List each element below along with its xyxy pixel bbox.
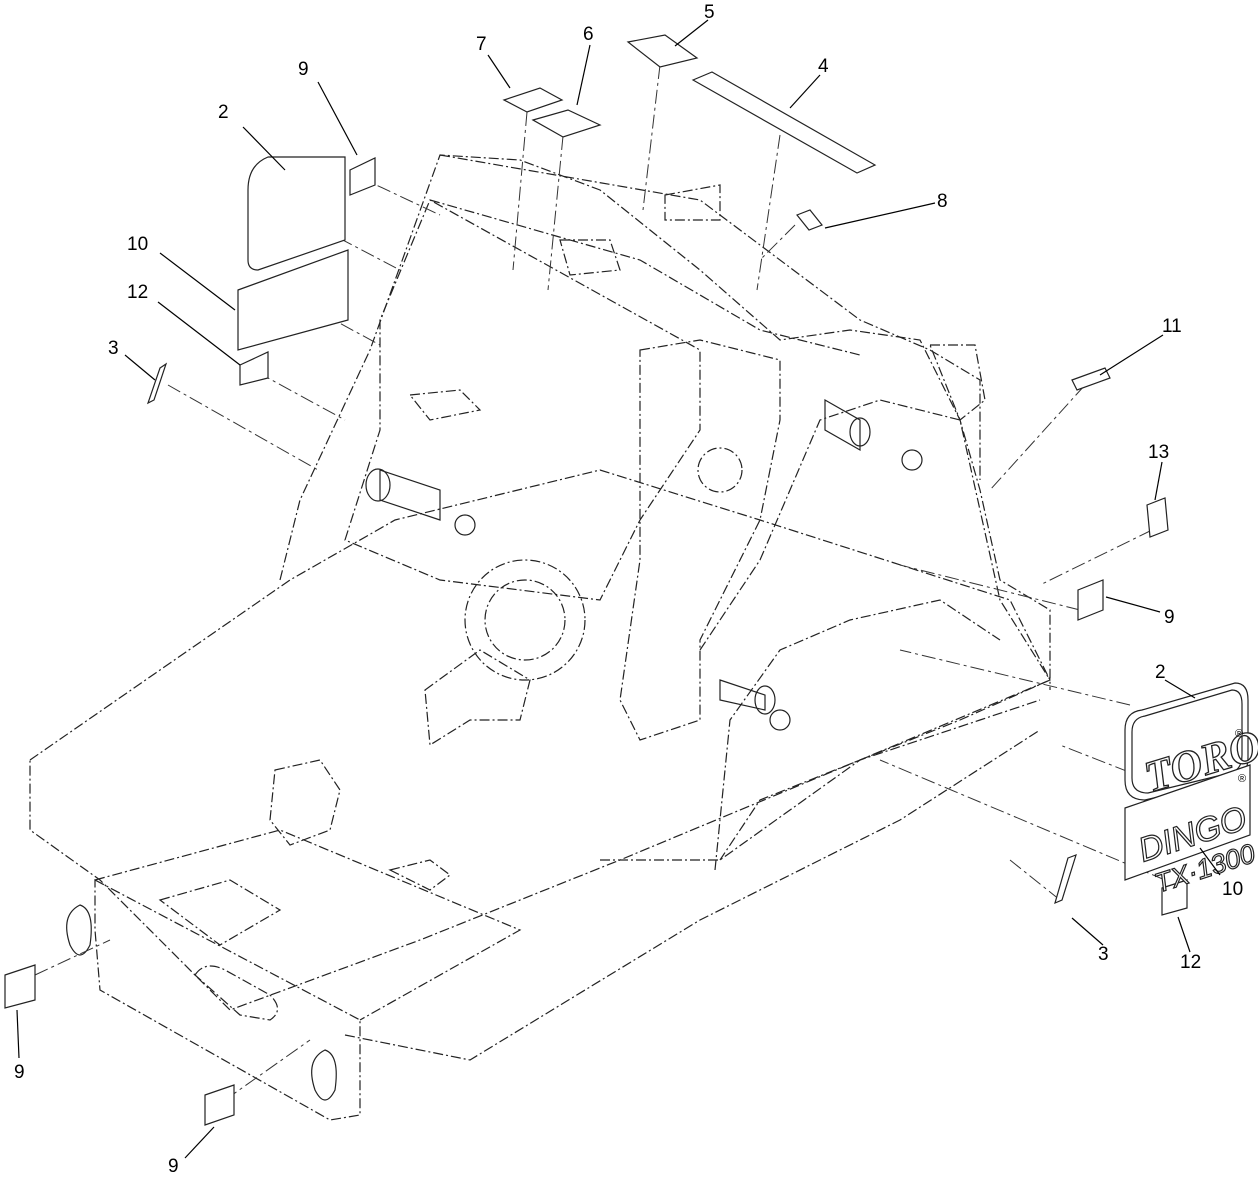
callout-2-right: 2 [1155,662,1166,683]
callout-8: 8 [937,191,948,212]
callout-9-top: 9 [298,59,309,80]
frame-rear-bottom [344,729,1041,1061]
frame-right-arm [699,399,1051,861]
decal-2-left [247,156,346,271]
frame-pivot-lower-end [754,685,776,715]
callout-labels: 2 9 7 6 5 4 8 10 12 3 11 13 9 2 10 3 12 … [14,2,1243,1177]
callout-12-left: 12 [127,282,148,303]
decal-11 [1071,367,1111,391]
frame-center-pillar [619,339,781,741]
frame-front-member [94,879,361,1121]
callout-9-bottom: 9 [168,1156,179,1177]
frame-top-bracket-3 [929,344,986,421]
decal-12-left [239,351,269,386]
callout-6: 6 [583,24,594,45]
frame-hook-right [311,1049,337,1101]
frame-pivot-lower [719,679,766,711]
decal-8 [796,209,823,231]
frame-pivot-right-end [849,417,871,447]
decal-9-bottom-left [4,964,36,1009]
decal-9-right [1077,579,1104,621]
frame-drive-ring-inner [484,579,566,661]
frame-left-tower [279,154,1051,690]
frame-inner-left-plate [344,199,701,601]
decal-3-left [146,362,168,405]
frame-hole-center [697,447,743,493]
leader-lines [16,19,1221,1159]
frame-bracket-mid [424,649,531,747]
frame-hook-left [66,904,92,956]
decal-7 [502,87,564,113]
decal-9-top-left [349,157,376,196]
frame-pad-front [158,879,282,946]
callout-10-left: 10 [127,234,148,255]
frame-rear-tail [600,699,1041,861]
frame-bracket-left [408,389,482,421]
callout-4: 4 [818,56,829,77]
frame-front-member-top [94,829,522,1021]
frame-right-arm-lower [714,599,1001,871]
decal-13 [1146,497,1169,538]
frame-slot [194,965,279,1021]
frame-drive-ring-outer [464,559,586,681]
decal-5 [626,34,699,68]
decal-12-right [1161,879,1188,916]
dingo-model-decal: DINGO ® TX·1300 [1124,764,1258,899]
decal-9-bottom [204,1084,235,1126]
callout-2-left: 2 [218,102,229,123]
decal-10-left [237,249,349,351]
machine-frame [29,154,1051,1121]
decal-4 [691,71,877,174]
callout-12-right: 12 [1180,952,1201,973]
callout-5: 5 [704,2,715,23]
callout-11: 11 [1162,316,1182,337]
frame-top-bracket-2 [559,239,621,276]
toro-registered-mark: ® [1235,728,1243,740]
callout-13: 13 [1148,442,1169,463]
frame-upper-deck [439,154,981,480]
callout-9-right: 9 [1164,607,1175,628]
dingo-registered-mark: ® [1238,773,1246,785]
frame-hole-left [454,514,476,536]
frame-top-bracket-1 [664,184,721,221]
frame-bracket-front [388,859,451,891]
frame-upper-rail [429,199,861,356]
callout-3-left: 3 [108,338,119,359]
callout-3-right: 3 [1098,944,1109,965]
frame-pivot-left-end [365,468,391,502]
callout-10-right: 10 [1222,879,1243,900]
decal-3-right [1054,854,1077,905]
callout-9-bottom-left: 9 [14,1062,25,1083]
decals: TORO ® DINGO ® TX·1300 [4,34,1258,1126]
decal-6 [531,109,602,138]
frame-bracket-low [269,759,341,846]
frame-pivot-left [379,469,441,521]
callout-7: 7 [476,34,487,55]
frame-floor-plate [29,469,1051,1011]
frame-pivot-right [824,398,861,452]
frame-hole-lower [769,709,791,731]
frame-hole-right [901,449,923,471]
